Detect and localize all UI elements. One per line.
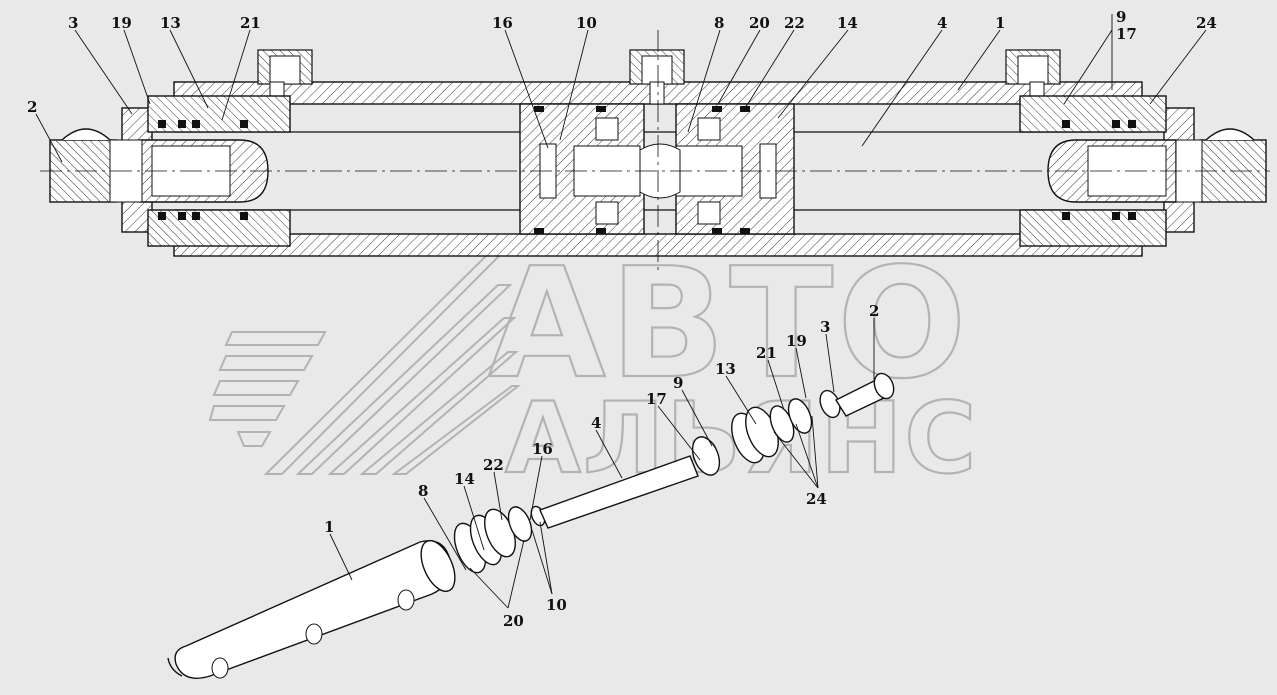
exploded-tube <box>167 539 456 679</box>
port-fittings <box>257 49 1061 105</box>
section-label-10: 10 <box>576 14 597 32</box>
exploded-label-24: 24 <box>806 490 827 508</box>
exploded-rod <box>539 455 699 529</box>
sectional-view <box>35 14 1270 270</box>
exploded-label-8: 8 <box>418 482 428 500</box>
section-label-1: 1 <box>995 14 1005 32</box>
section-label-19: 19 <box>111 14 132 32</box>
exploded-label-21: 21 <box>756 344 777 362</box>
center-pistons <box>519 103 795 235</box>
exploded-label-13: 13 <box>715 360 736 378</box>
exploded-label-16: 16 <box>532 440 553 458</box>
exploded-label-2: 2 <box>869 302 879 320</box>
exploded-labels: 1 8 14 22 16 20 10 4 17 9 13 21 19 3 2 2… <box>324 302 879 630</box>
section-labels: 3 19 13 21 2 16 10 8 20 22 14 4 1 9 17 2… <box>27 8 1217 116</box>
watermark-logo-icon <box>208 251 521 475</box>
exploded-label-4: 4 <box>591 414 601 432</box>
section-leader-lines <box>35 14 1207 163</box>
section-label-9: 9 <box>1116 8 1126 26</box>
exploded-label-17: 17 <box>646 390 667 408</box>
exploded-label-1: 1 <box>324 518 334 536</box>
section-label-17: 17 <box>1116 25 1137 43</box>
left-end-assembly <box>49 95 291 247</box>
section-label-16: 16 <box>492 14 513 32</box>
exploded-view <box>167 318 895 679</box>
exploded-pistons <box>453 505 546 574</box>
exploded-label-3: 3 <box>820 318 830 336</box>
section-label-24: 24 <box>1196 14 1217 32</box>
section-label-4: 4 <box>937 14 947 32</box>
exploded-label-20: 20 <box>503 612 524 630</box>
section-label-20: 20 <box>749 14 770 32</box>
watermark: АВТО АЛЬЯНС <box>208 234 977 497</box>
section-label-13: 13 <box>160 14 181 32</box>
section-label-21: 21 <box>240 14 261 32</box>
exploded-label-22: 22 <box>483 456 504 474</box>
exploded-label-10: 10 <box>546 596 567 614</box>
exploded-leader-lines <box>329 318 875 609</box>
section-label-2: 2 <box>27 98 37 116</box>
exploded-label-9: 9 <box>673 374 683 392</box>
exploded-gland <box>691 372 895 476</box>
section-label-14: 14 <box>837 14 858 32</box>
exploded-label-14: 14 <box>454 470 475 488</box>
exploded-label-19: 19 <box>786 332 807 350</box>
section-label-3: 3 <box>68 14 78 32</box>
section-label-8: 8 <box>714 14 724 32</box>
section-label-22: 22 <box>784 14 805 32</box>
